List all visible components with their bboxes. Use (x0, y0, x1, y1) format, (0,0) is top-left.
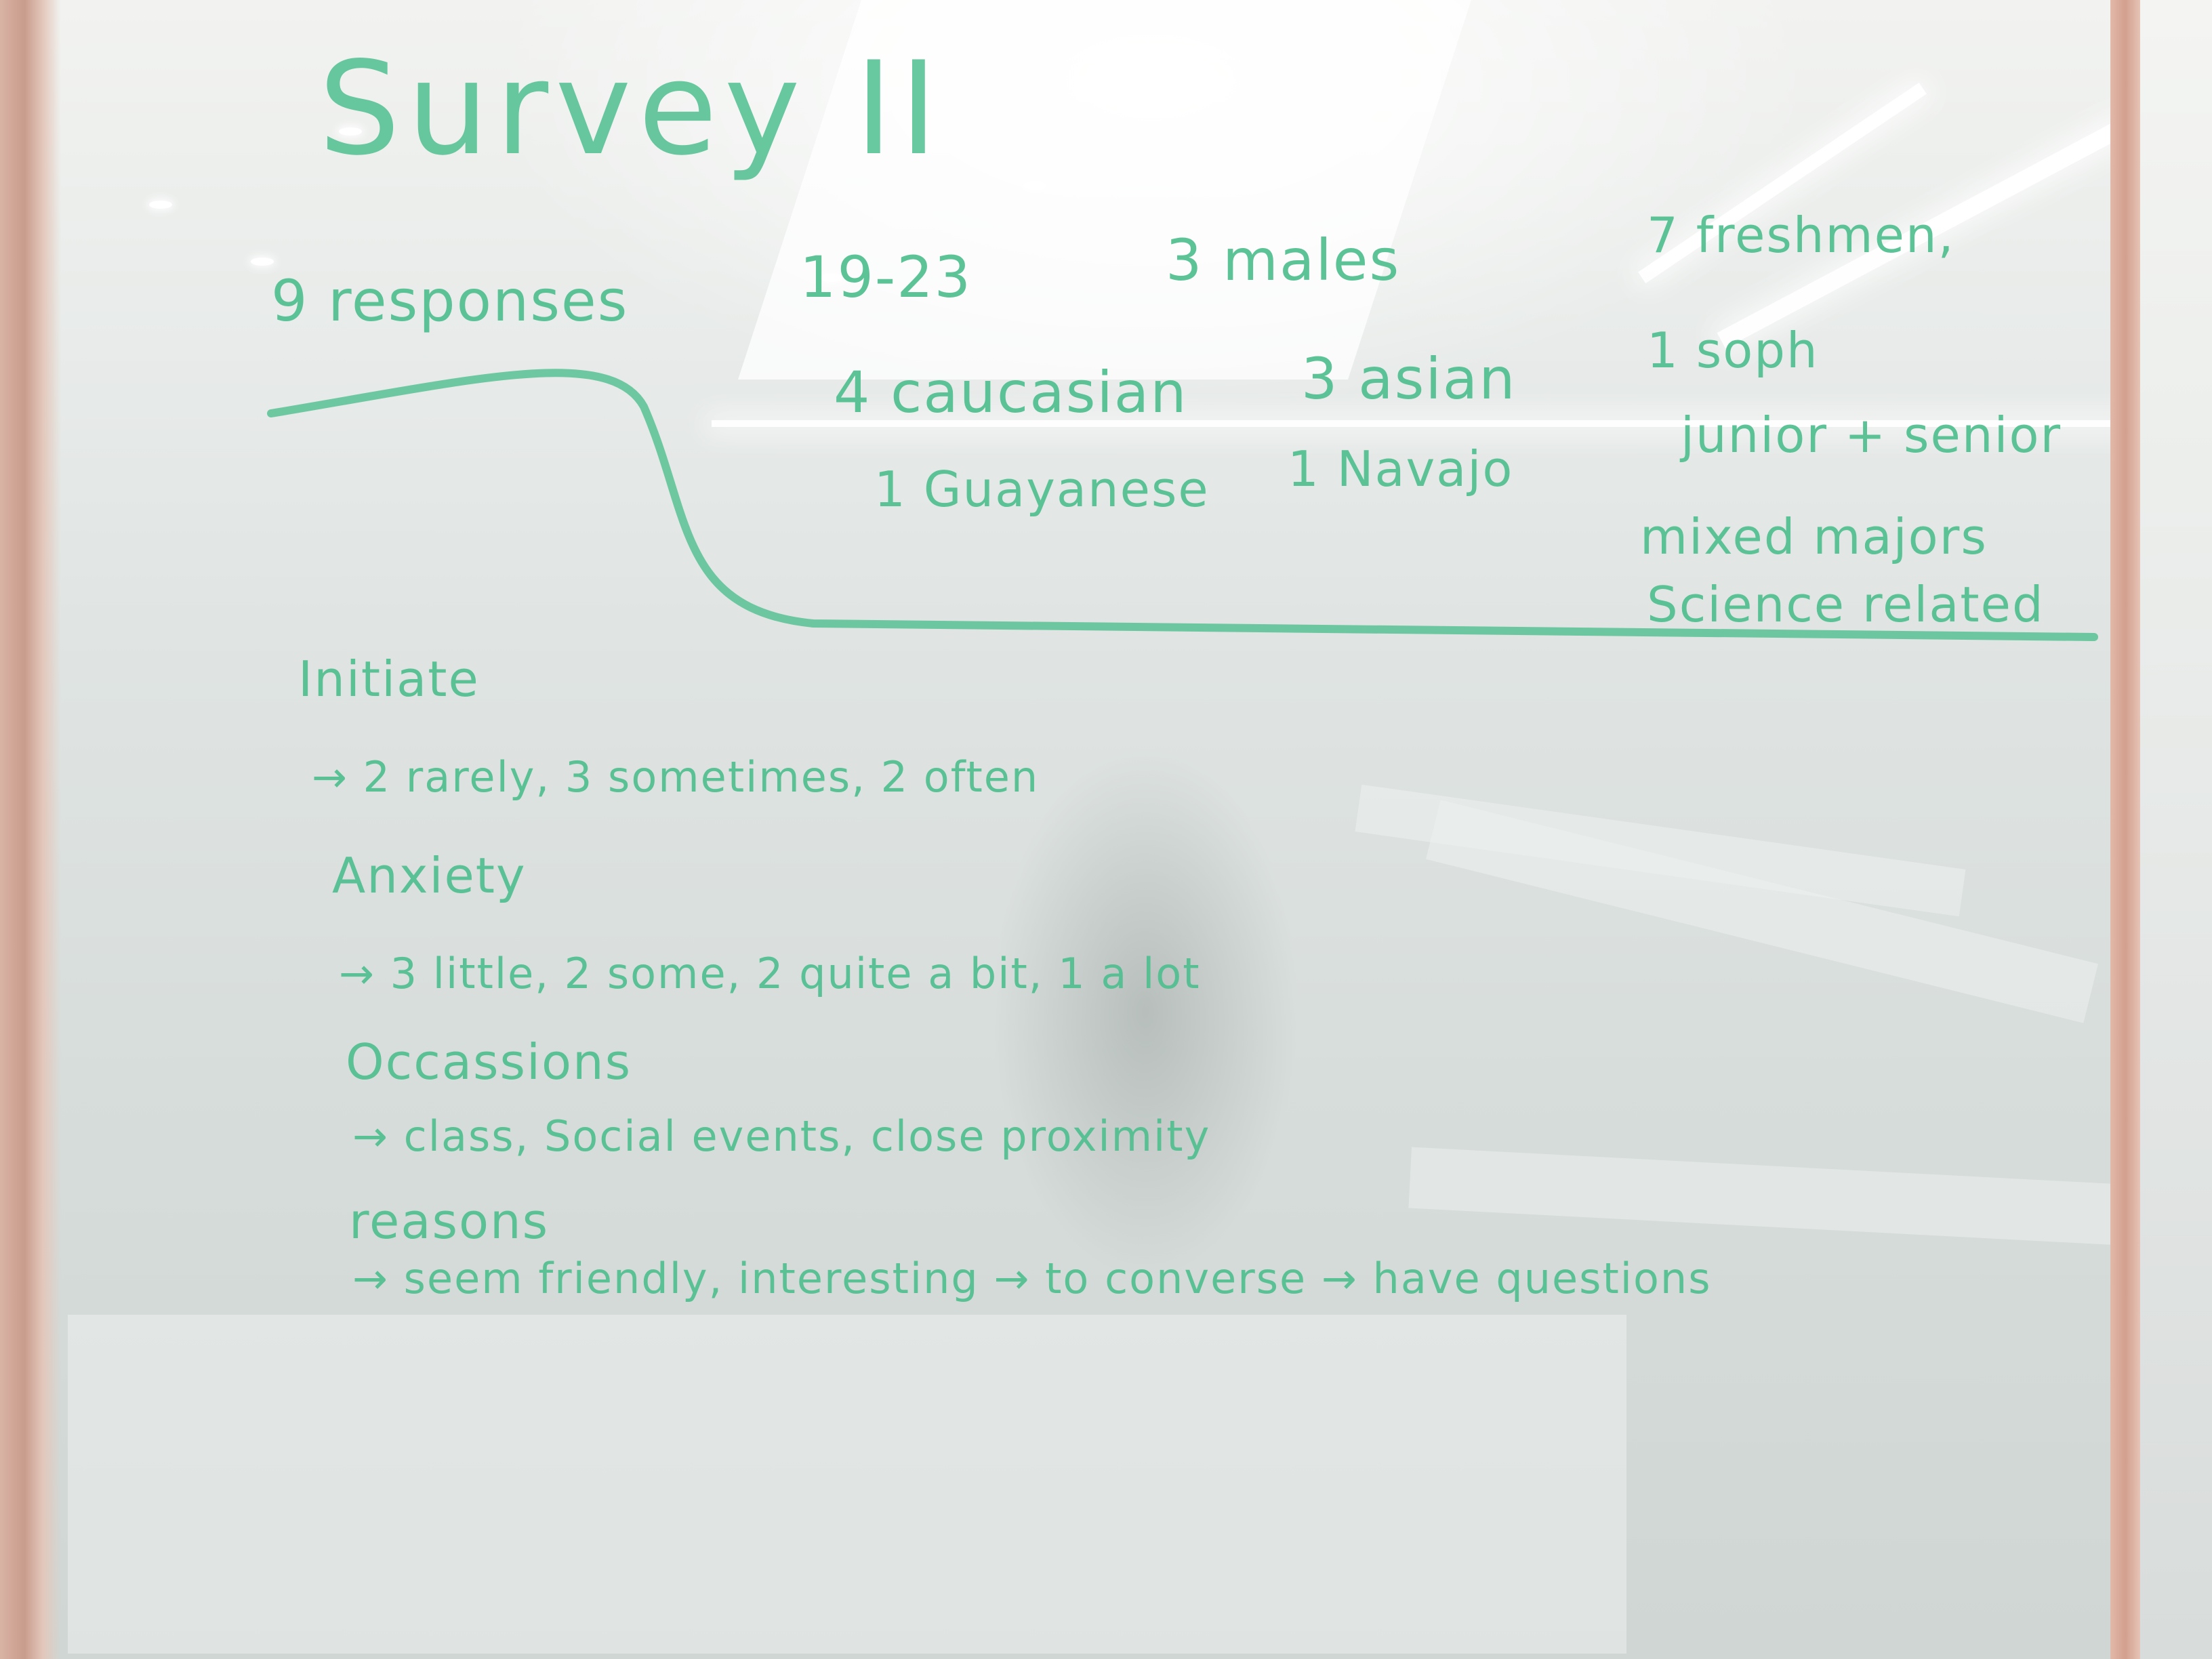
section-detail: → seem friendly, interesting → to conver… (352, 1254, 1712, 1303)
photographer-reflection (935, 583, 1355, 1362)
navajo-count: 1 Navajo (1288, 441, 1514, 497)
wall (2140, 0, 2212, 1659)
guyanese-count: 1 Guayanese (874, 461, 1210, 518)
section-detail: → class, Social events, close proximity (352, 1111, 1211, 1161)
ceiling-light-dot (820, 274, 843, 282)
board-title: Survey II (319, 34, 945, 184)
ceiling-light-dot (149, 201, 172, 209)
board-frame-left (0, 0, 61, 1659)
section-heading: reasons (349, 1193, 550, 1250)
right-note: Science related (1647, 576, 2045, 633)
ceiling-light-strip (712, 420, 2135, 427)
ceiling-light-dot (339, 127, 362, 136)
board-frame-right (2110, 0, 2140, 1659)
responses-count: 9 responses (271, 268, 629, 334)
desk-reflection (68, 1315, 1626, 1654)
age-range: 19-23 (800, 244, 972, 310)
right-note: 7 freshmen, (1647, 207, 1955, 264)
right-note: junior + senior (1681, 407, 2062, 464)
males-count: 3 males (1166, 227, 1401, 293)
caucasian-count: 4 caucasian (834, 359, 1188, 426)
section-detail: → 3 little, 2 some, 2 quite a bit, 1 a l… (339, 949, 1201, 998)
section-heading: Anxiety (332, 847, 527, 904)
section-detail: → 2 rarely, 3 sometimes, 2 often (312, 752, 1040, 802)
right-note: 1 soph (1647, 322, 1819, 379)
right-note: mixed majors (1640, 508, 1988, 565)
asian-count: 3 asian (1301, 346, 1517, 412)
section-heading: Initiate (298, 651, 480, 708)
ceiling-light-dot (251, 258, 274, 266)
ceiling-light-dot (1023, 182, 1046, 190)
section-heading: Occassions (346, 1033, 632, 1090)
